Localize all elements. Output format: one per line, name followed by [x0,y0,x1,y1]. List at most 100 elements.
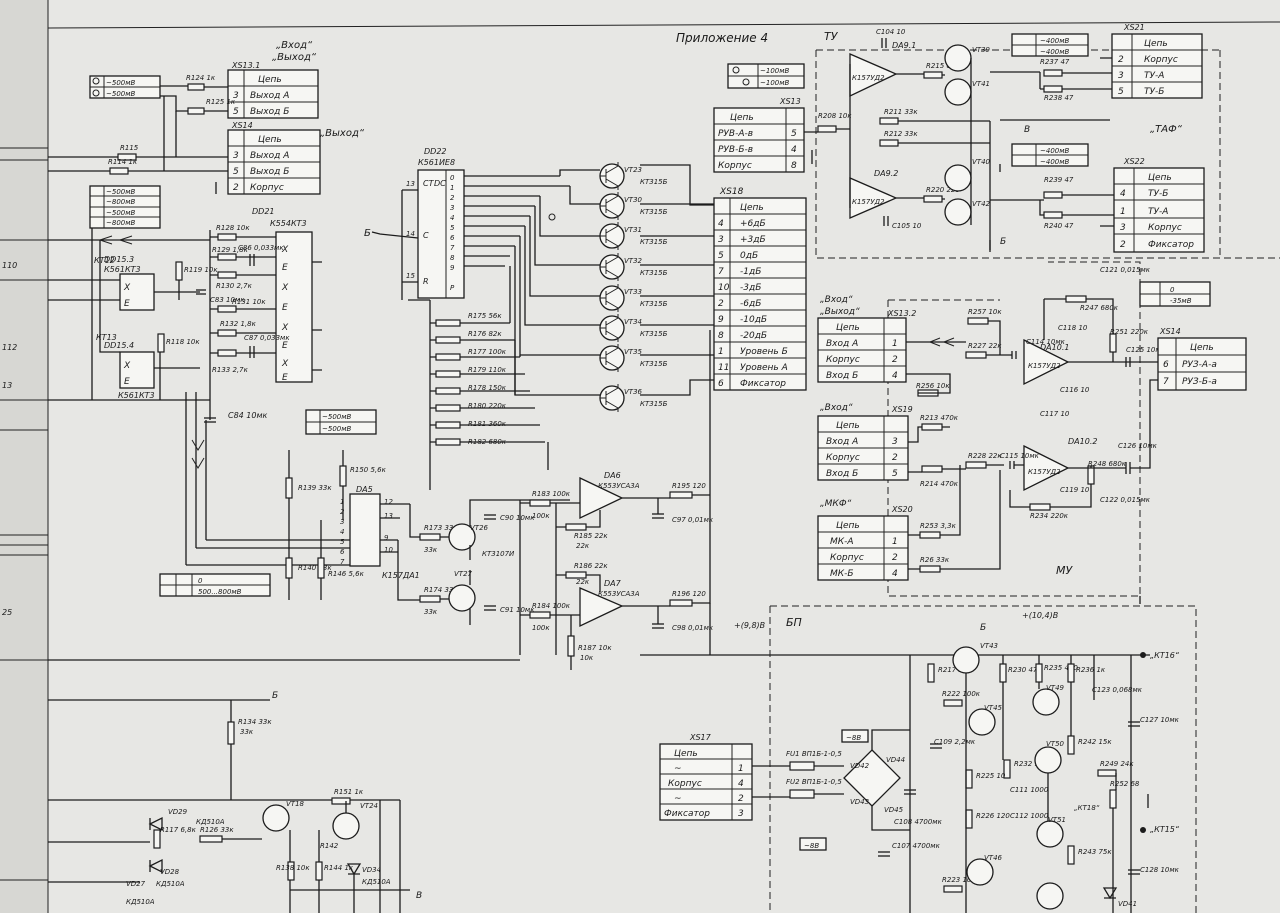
svg-text:К157УД2: К157УД2 [852,198,885,206]
svg-text:К561ИЕ8: К561ИЕ8 [418,158,455,167]
svg-text:R211 33к: R211 33к [884,108,918,116]
svg-text:VT41: VT41 [972,80,990,88]
connector-pin: 7 [718,267,724,277]
svg-text:R146 5,6к: R146 5,6к [328,570,365,578]
svg-text:R132 1,8к: R132 1,8к [220,320,257,328]
bus-label: Б [980,623,986,633]
node-label: „КТ15“ [1150,825,1180,834]
svg-text:R26 33к: R26 33к [920,556,950,564]
ac-label: ~8В [841,729,869,743]
svg-text:VD42: VD42 [850,762,870,770]
resistor-r138: R138 10к [276,861,310,881]
svg-text:VT27: VT27 [454,570,473,578]
connector-pin: 6 [718,379,724,389]
svg-text:R212 33к: R212 33к [884,130,918,138]
svg-text:R236 1к: R236 1к [1076,666,1106,674]
svg-text:VT50: VT50 [1046,740,1065,748]
svg-text:33к: 33к [240,728,254,736]
svg-text:4: 4 [892,371,898,381]
resistor-r151: R151 1к [331,788,364,805]
svg-text:5: 5 [1118,87,1124,97]
svg-text:Цепь: Цепь [836,323,860,333]
svg-text:R220 220: R220 220 [926,186,960,194]
sheet-title: Приложение 4 [676,31,768,45]
svg-text:РУЗ-А-а: РУЗ-А-а [1182,360,1217,370]
capacitor-c83: C83 10мк [196,289,245,304]
wire [1039,57,1112,90]
svg-text:КД510А: КД510А [156,880,185,888]
svg-text:R140 33к: R140 33к [298,564,332,572]
svg-text:C86 0,033мк: C86 0,033мк [238,244,284,252]
svg-text:К561КТ3: К561КТ3 [118,391,155,400]
ground-symbol [215,150,1149,808]
transistor-ref: VT30 [624,196,643,204]
connector-row: -20дБ [740,331,767,341]
svg-text:R248 680к: R248 680к [1088,460,1127,468]
wire [371,231,419,239]
svg-text:9: 9 [450,264,455,272]
svg-text:C104 10: C104 10 [876,28,906,36]
svg-text:ТУ-Б: ТУ-Б [1144,87,1164,97]
svg-text:~800мВ: ~800мВ [106,198,136,206]
svg-text:ТУ-А: ТУ-А [1144,71,1164,81]
transistor-ref: VT36 [624,388,643,396]
svg-text:C121 0,015мк: C121 0,015мк [1100,266,1151,274]
svg-text:R185 22к: R185 22к [574,532,608,540]
svg-text:К561КТ3: К561КТ3 [104,265,141,274]
svg-text:VT43: VT43 [980,642,998,650]
capacitor-c91: C91 10мк [484,605,535,614]
svg-text:C116 10: C116 10 [1060,386,1090,394]
svg-text:R232 1к: R232 1к [1014,760,1044,768]
svg-text:R252 68: R252 68 [1110,780,1140,788]
svg-text:3: 3 [738,809,744,819]
svg-text:C91 10мк: C91 10мк [500,606,535,614]
svg-text:100к: 100к [532,512,550,520]
wire [409,499,570,625]
svg-text:Вход А: Вход А [826,339,858,349]
svg-text:R119 10к: R119 10к [184,266,218,274]
svg-text:DA9.2: DA9.2 [874,169,898,178]
svg-text:R213 470к: R213 470к [920,414,959,422]
wire [48,659,520,891]
svg-text:C83 10мк: C83 10мк [210,296,245,304]
svg-text:R174 33к: R174 33к [424,586,458,594]
svg-text:R214 470к: R214 470к [920,480,959,488]
section-boundary [887,261,1141,597]
svg-text:C107 4700мк: C107 4700мк [892,842,941,850]
svg-text:-35мВ: -35мВ [1170,297,1192,305]
svg-text:~100мВ: ~100мВ [760,79,790,87]
svg-text:„Вход“: „Вход“ [820,403,853,413]
svg-text:R253 3,3к: R253 3,3к [920,522,957,530]
svg-text:R235 470: R235 470 [1044,664,1078,672]
wire [509,266,549,470]
svg-text:МК-А: МК-А [830,537,854,547]
connector-pin: 9 [718,315,724,325]
svg-text:X: X [281,283,289,293]
wire [185,392,330,566]
level-indicator: ~500мВ ~500мВ [89,75,161,99]
section-label: МУ [1056,564,1073,577]
svg-text:R115: R115 [120,144,139,152]
svg-text:4: 4 [1120,189,1126,199]
svg-text:~100мВ: ~100мВ [760,67,790,75]
svg-text:DD15.3: DD15.3 [104,255,134,264]
node-label: КТ12 [94,256,115,265]
svg-text:C87 0,033мк: C87 0,033мк [244,334,290,342]
svg-text:C111 1000: C111 1000 [1010,786,1049,794]
capacitor-c87: C87 0,033мк [244,334,290,358]
chip-dd22: DD22 К561ИЕ8 CT DC C R 0 1 2 3 4 5 6 7 8… [406,147,465,299]
connector-row: Цепь [258,75,282,85]
svg-text:C84 10мк: C84 10мк [228,411,268,420]
transistor-type: КТ315Б [640,208,668,216]
svg-text:„Выход“: „Выход“ [820,307,860,317]
svg-text:К157УД2: К157УД2 [1028,468,1061,476]
svg-text:~: ~ [674,794,682,804]
node-label: „КТ16“ [1150,651,1180,660]
svg-text:Фиксатор: Фиксатор [1148,240,1194,250]
wire [288,450,420,601]
sheet-border-top [47,21,1280,29]
connector-pin: 1 [718,347,724,357]
